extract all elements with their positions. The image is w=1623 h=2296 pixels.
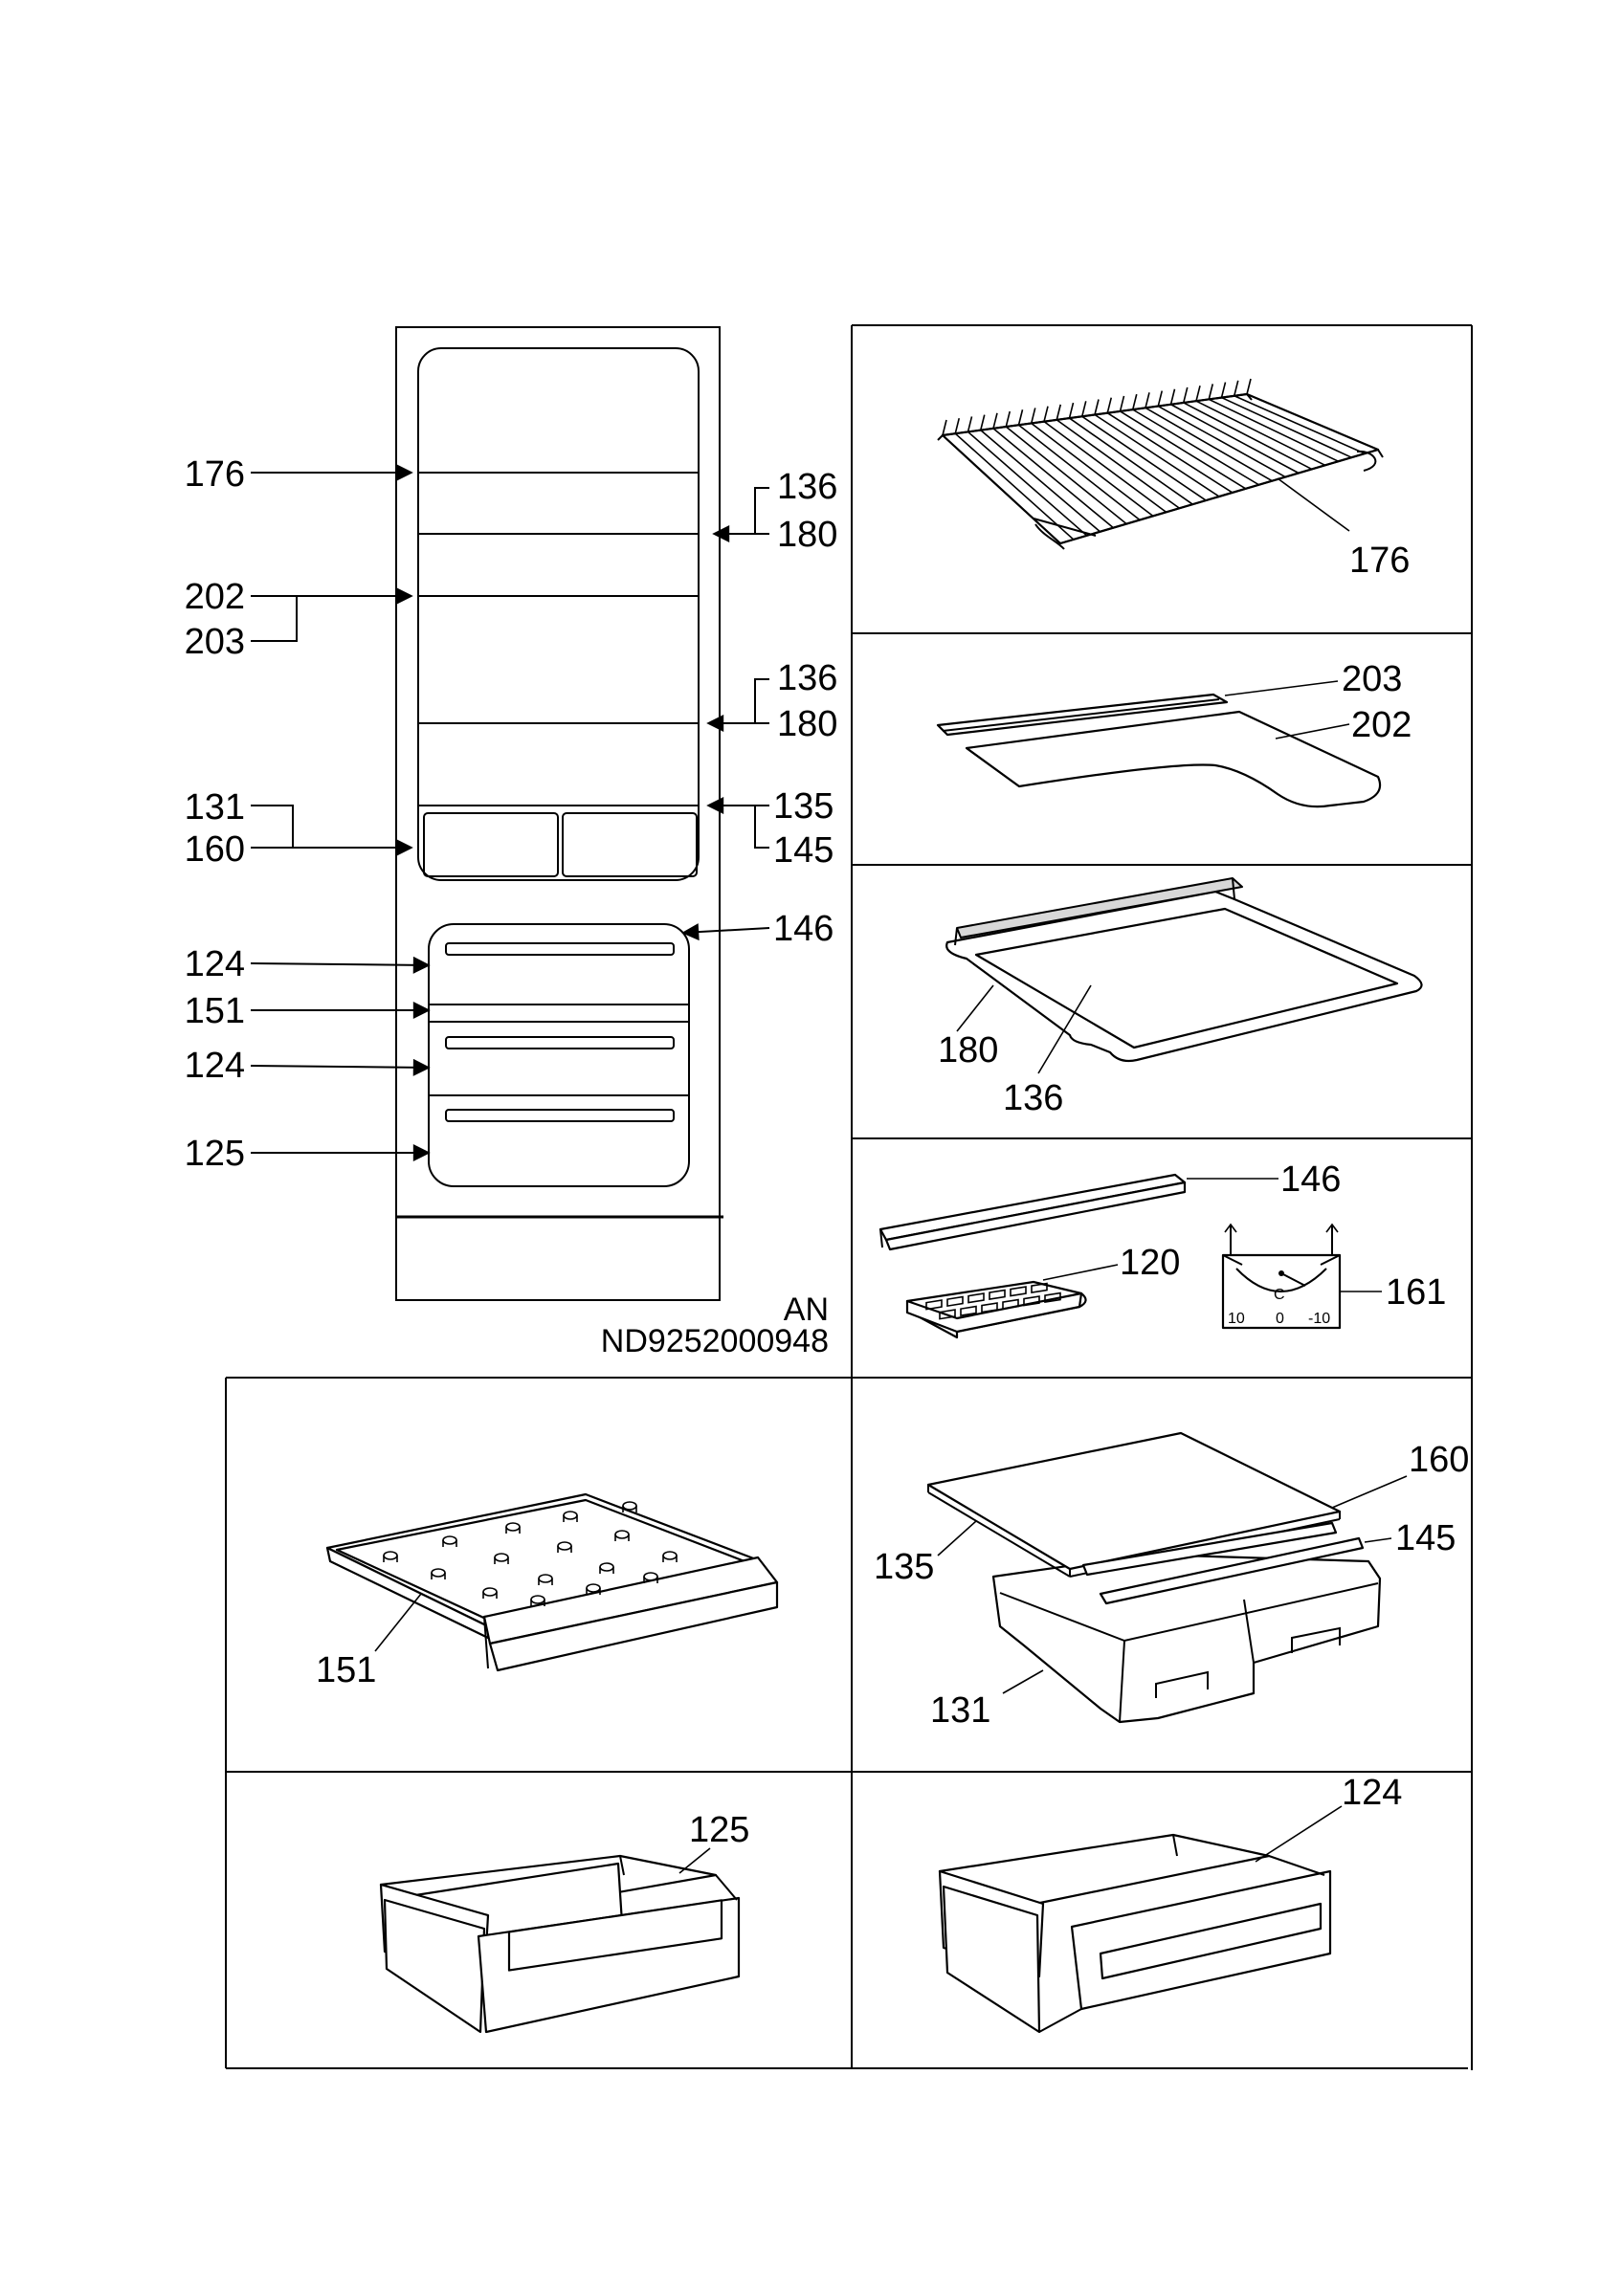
- strip-callout-146: 146: [1280, 1159, 1341, 1200]
- tray-callout-151: 151: [316, 1650, 376, 1690]
- crisper-callout-145: 145: [1395, 1518, 1456, 1558]
- door-shelf-callout-203: 203: [1342, 659, 1402, 699]
- panel-accessories: 146 120 C 10 0 -10 161: [878, 1159, 1446, 1339]
- thermometer-scale-0: 0: [1276, 1311, 1284, 1327]
- wire-shelf-drawing: [937, 378, 1384, 550]
- ice-tray-callout-120: 120: [1120, 1243, 1180, 1283]
- callout-145: 145: [773, 830, 834, 871]
- thermometer-unit: C: [1274, 1287, 1285, 1303]
- panel-wire-shelf: 176: [937, 378, 1410, 581]
- thermometer-scale-minus-10: -10: [1308, 1311, 1330, 1327]
- overview-labels: 176 136 180 202 203 136 180 131 160 135 …: [185, 454, 838, 1359]
- crisper-callout-135: 135: [874, 1547, 934, 1587]
- callout-136: 136: [777, 467, 837, 507]
- crisper-callout-131: 131: [930, 1690, 990, 1731]
- callout-180: 180: [777, 515, 837, 555]
- tray-drawing: [325, 1492, 779, 1672]
- glass-shelf-drawing: [945, 877, 1423, 1063]
- callout-136: 136: [777, 658, 837, 698]
- drawer-124-callout: 124: [1342, 1773, 1402, 1813]
- glass-shelf-callout-136: 136: [1003, 1078, 1063, 1118]
- glass-shelf-callout-180: 180: [938, 1030, 998, 1071]
- crisper-drawing: [926, 1431, 1382, 1724]
- callout-151: 151: [185, 991, 245, 1031]
- callout-180: 180: [777, 704, 837, 744]
- panel-drawer-small: 124: [938, 1773, 1402, 2034]
- callout-160: 160: [185, 829, 245, 870]
- panel-tray: 151: [316, 1492, 779, 1690]
- drawer-125-callout: 125: [689, 1810, 749, 1850]
- callout-146: 146: [773, 909, 834, 949]
- door-shelf-callout-202: 202: [1351, 705, 1412, 745]
- overview-leaders: [250, 464, 770, 1161]
- drawing-code-line2: ND9252000948: [601, 1323, 829, 1359]
- callout-203: 203: [185, 622, 245, 662]
- panel-drawer-large: 125: [379, 1810, 749, 2034]
- crisper-callout-160: 160: [1409, 1440, 1469, 1480]
- strip-146-drawing: [878, 1173, 1187, 1251]
- drawing-code-line1: AN: [784, 1292, 829, 1328]
- door-shelf-drawing: [936, 693, 1382, 808]
- callout-124: 124: [185, 1046, 245, 1086]
- callout-131: 131: [185, 787, 245, 828]
- panel-door-shelf: 203 202: [936, 659, 1412, 808]
- callout-124: 124: [185, 944, 245, 984]
- drawer-124-drawing: [938, 1833, 1332, 2034]
- panel-grid: [225, 324, 1473, 2070]
- callout-176: 176: [185, 454, 245, 495]
- panel-crisper: 160 145 135 131: [874, 1431, 1469, 1731]
- ice-tray-drawing: [905, 1280, 1087, 1339]
- callout-135: 135: [773, 786, 834, 827]
- thermometer-scale-10: 10: [1228, 1311, 1245, 1327]
- wire-shelf-callout-176: 176: [1349, 541, 1410, 581]
- callout-125: 125: [185, 1134, 245, 1174]
- fridge-overview: [395, 326, 723, 1301]
- thermometer-callout-161: 161: [1386, 1272, 1446, 1313]
- thermometer-drawing: C 10 0 -10: [1221, 1223, 1342, 1330]
- drawer-125-drawing: [379, 1854, 741, 2034]
- panel-glass-shelf: 180 136: [938, 877, 1423, 1118]
- callout-202: 202: [185, 577, 245, 617]
